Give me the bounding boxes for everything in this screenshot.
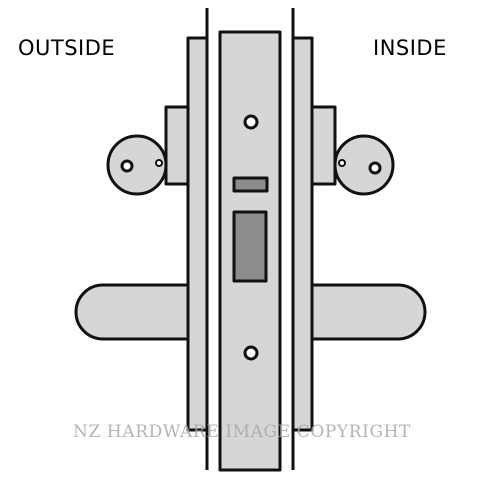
outside-lever-handle xyxy=(74,283,193,341)
outside-label: OUTSIDE xyxy=(18,36,116,60)
outside-cylinder-keyhole-dot xyxy=(120,159,134,173)
outside-escutcheon-plate xyxy=(186,36,209,432)
inside-turn-dot xyxy=(368,161,382,175)
forend-bottom-screw xyxy=(243,345,259,361)
deadbolt-slot xyxy=(232,176,269,193)
forend-top-screw xyxy=(243,114,259,130)
outside-cylinder-pin-dot xyxy=(155,159,163,167)
inside-escutcheon-plate xyxy=(291,36,314,432)
inside-lever-handle xyxy=(308,283,427,341)
copyright-watermark: NZ HARDWARE IMAGE COPYRIGHT xyxy=(73,422,411,442)
inside-label: INSIDE xyxy=(373,36,447,60)
inside-turn-pin-dot xyxy=(338,159,346,167)
inside-turn-knob xyxy=(333,134,395,196)
outside-cylinder xyxy=(106,134,168,196)
latch-bolt-opening xyxy=(232,210,268,283)
inside-turn-rose xyxy=(308,105,337,186)
